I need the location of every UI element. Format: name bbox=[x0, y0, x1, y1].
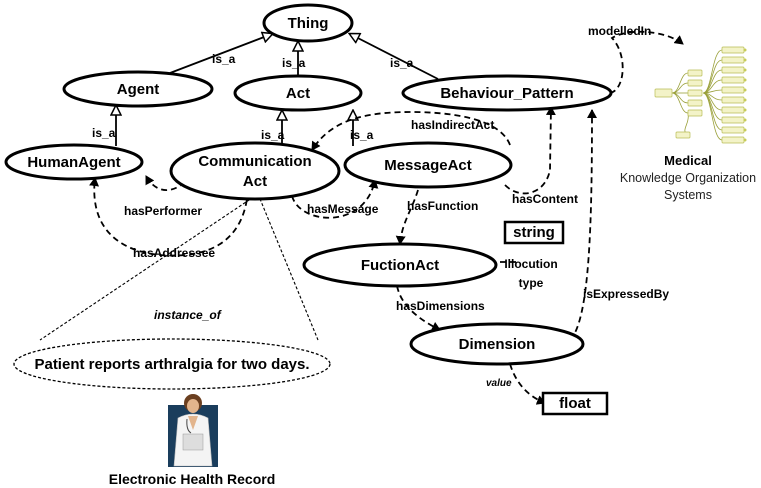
node-fuction-act-label: FuctionAct bbox=[361, 257, 439, 274]
node-agent: Agent bbox=[62, 70, 214, 108]
edge-has-function bbox=[395, 189, 419, 245]
node-instance-label: Patient reports arthralgia for two days. bbox=[34, 356, 309, 373]
node-communication-act-label-2: Act bbox=[243, 173, 267, 190]
edge-labels: is_a is_a is_a is_a is_a is_a modelledIn… bbox=[92, 24, 669, 389]
instance-of-edges bbox=[39, 193, 319, 341]
label-instance-of: instance_of bbox=[154, 308, 222, 322]
node-message-act: MessageAct bbox=[343, 141, 513, 189]
edge-instance-left bbox=[39, 193, 259, 341]
label-has-message: hasMessage bbox=[307, 202, 379, 216]
label-illocution-1: Illocution bbox=[504, 257, 557, 271]
edge-has-dimensions bbox=[396, 285, 441, 331]
datatype-string: string bbox=[503, 220, 565, 245]
label-is-a-6: is_a bbox=[350, 128, 374, 142]
node-communication-act: Communication Act bbox=[169, 141, 341, 201]
doctor-figure-icon bbox=[168, 394, 218, 467]
edge-has-content bbox=[504, 106, 556, 195]
label-is-a-5: is_a bbox=[261, 128, 285, 142]
node-message-act-label: MessageAct bbox=[384, 157, 472, 174]
kos-line-2: Systems bbox=[664, 188, 712, 202]
label-illocution-2: type bbox=[519, 276, 544, 290]
label-has-content: hasContent bbox=[512, 192, 578, 206]
edge-modelled-in bbox=[609, 30, 684, 94]
kos-title: Medical bbox=[664, 153, 712, 168]
edge-has-message bbox=[291, 179, 379, 219]
is-a-edges bbox=[116, 34, 439, 146]
node-behaviour-pattern: Behaviour_Pattern bbox=[401, 74, 613, 112]
property-edges bbox=[89, 30, 684, 405]
kos-tree-thumbnail bbox=[654, 46, 747, 144]
node-act-label: Act bbox=[286, 85, 310, 102]
edge-agent-thing bbox=[169, 34, 272, 74]
edge-has-indirect-act bbox=[311, 111, 511, 151]
label-has-indirect-act: hasIndirectAct bbox=[411, 118, 494, 132]
label-is-a-3: is_a bbox=[390, 56, 414, 70]
node-dimension-label: Dimension bbox=[459, 336, 536, 353]
datatype-float-label: float bbox=[559, 395, 591, 412]
node-behaviour-pattern-label: Behaviour_Pattern bbox=[440, 85, 573, 102]
label-is-a-4: is_a bbox=[92, 126, 116, 140]
node-fuction-act: FuctionAct bbox=[302, 242, 498, 288]
node-human-agent-label: HumanAgent bbox=[27, 154, 120, 171]
node-agent-label: Agent bbox=[117, 81, 160, 98]
node-human-agent: HumanAgent bbox=[4, 143, 144, 181]
label-has-dimensions: hasDimensions bbox=[396, 299, 485, 313]
label-is-a-2: is_a bbox=[282, 56, 306, 70]
node-thing: Thing bbox=[262, 3, 354, 43]
node-communication-act-label-1: Communication bbox=[198, 153, 311, 170]
node-act: Act bbox=[233, 74, 363, 112]
label-has-performer: hasPerformer bbox=[124, 204, 202, 218]
edge-is-expressed-by bbox=[569, 109, 597, 341]
datatype-float: float bbox=[541, 391, 609, 416]
label-has-function: hasFunction bbox=[407, 199, 478, 213]
edge-has-addressee bbox=[89, 177, 249, 257]
label-modelled-in: modelledIn bbox=[588, 24, 651, 38]
label-is-a-1: is_a bbox=[212, 52, 236, 66]
label-is-expressed-by: isExpressedBy bbox=[583, 287, 669, 301]
label-value: value bbox=[486, 378, 512, 389]
kos-caption: Medical Knowledge Organization Systems bbox=[620, 153, 756, 202]
label-has-addressee: hasAddressee bbox=[133, 246, 215, 260]
edge-value bbox=[509, 363, 546, 405]
kos-line-1: Knowledge Organization bbox=[620, 171, 756, 185]
edge-instance-right bbox=[257, 193, 319, 341]
node-thing-label: Thing bbox=[288, 15, 329, 32]
node-instance: Patient reports arthralgia for two days. bbox=[13, 338, 331, 390]
node-dimension: Dimension bbox=[409, 322, 585, 366]
ehr-label: Electronic Health Record bbox=[109, 471, 276, 487]
datatype-string-label: string bbox=[513, 224, 555, 241]
edge-behaviour-thing bbox=[350, 34, 439, 80]
